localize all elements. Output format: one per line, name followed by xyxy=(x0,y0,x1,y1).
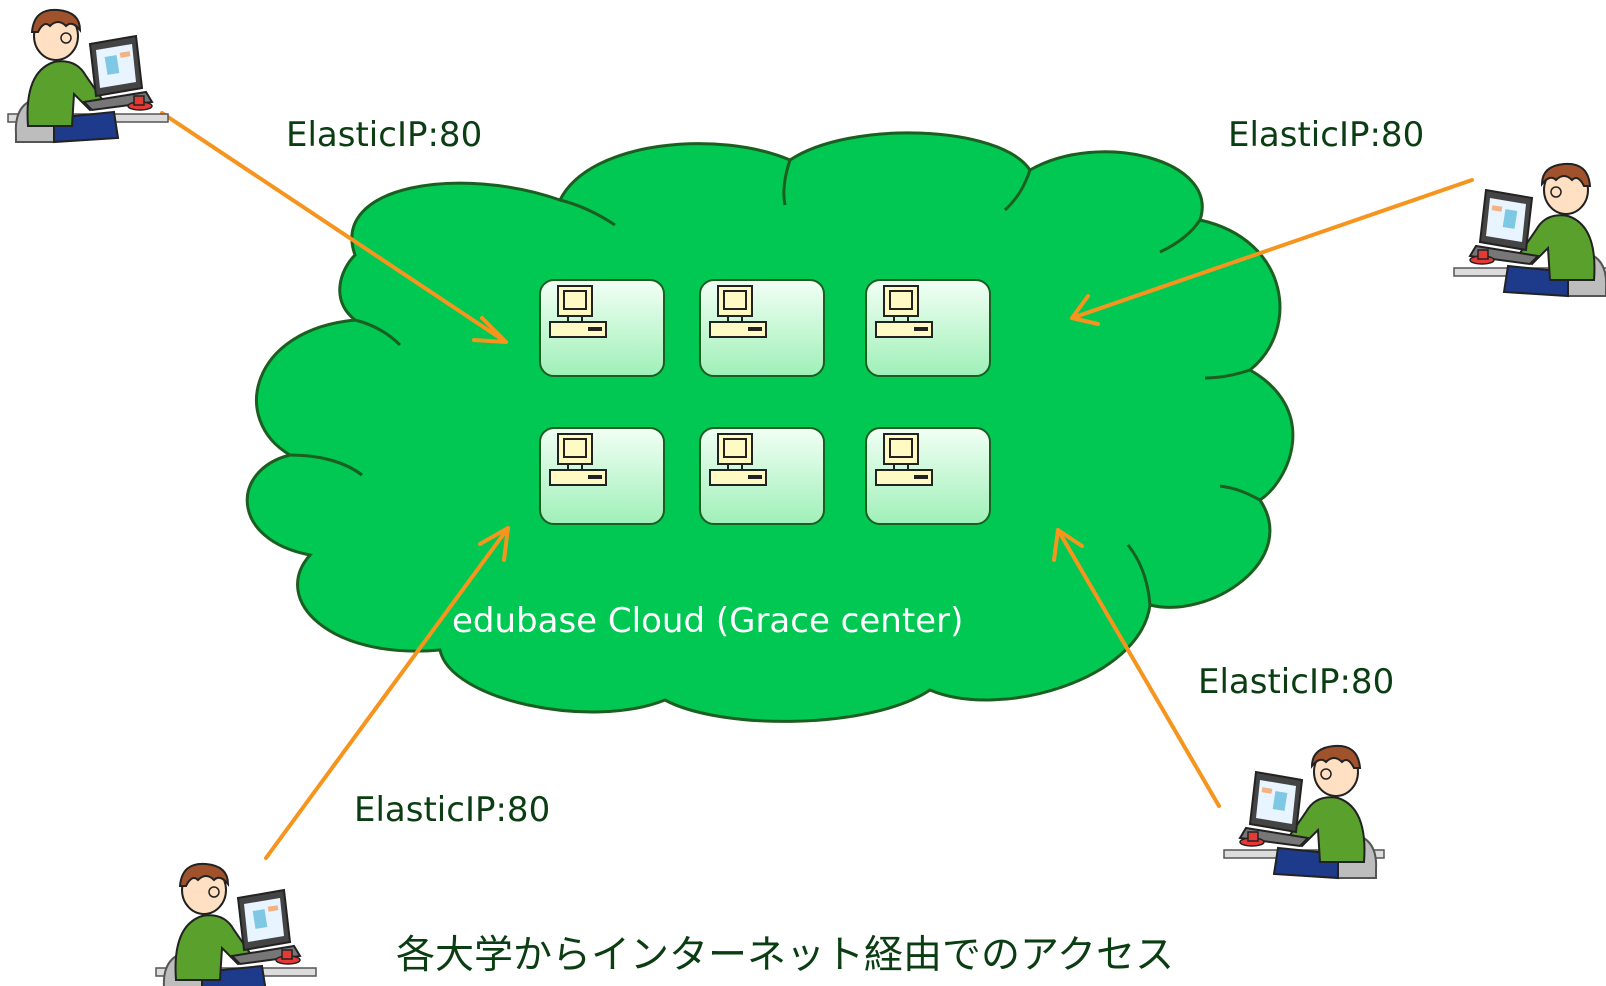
server-node xyxy=(699,279,825,377)
connection-label-top-right: ElasticIP:80 xyxy=(1228,115,1425,155)
arrow-top-right xyxy=(1070,178,1474,326)
connection-label-top-left: ElasticIP:80 xyxy=(286,115,483,155)
diagram-caption: 各大学からインターネット経由でのアクセス xyxy=(396,933,1175,978)
person-at-laptop-icon xyxy=(155,862,317,986)
arrow-bottom-left xyxy=(264,526,510,860)
server-node xyxy=(539,427,665,525)
server-node xyxy=(539,279,665,377)
arrow-bottom-right xyxy=(1052,528,1221,808)
arrow-top-left xyxy=(160,111,508,344)
connection-label-bottom-right: ElasticIP:80 xyxy=(1198,662,1395,702)
person-at-laptop-icon xyxy=(7,8,169,143)
person-at-laptop-icon xyxy=(1453,162,1606,297)
connection-label-bottom-left: ElasticIP:80 xyxy=(354,790,551,830)
cloud-title: edubase Cloud (Grace center) xyxy=(452,601,964,641)
server-node xyxy=(865,279,991,377)
server-node xyxy=(699,427,825,525)
server-node xyxy=(865,427,991,525)
person-at-laptop-icon xyxy=(1223,744,1385,879)
